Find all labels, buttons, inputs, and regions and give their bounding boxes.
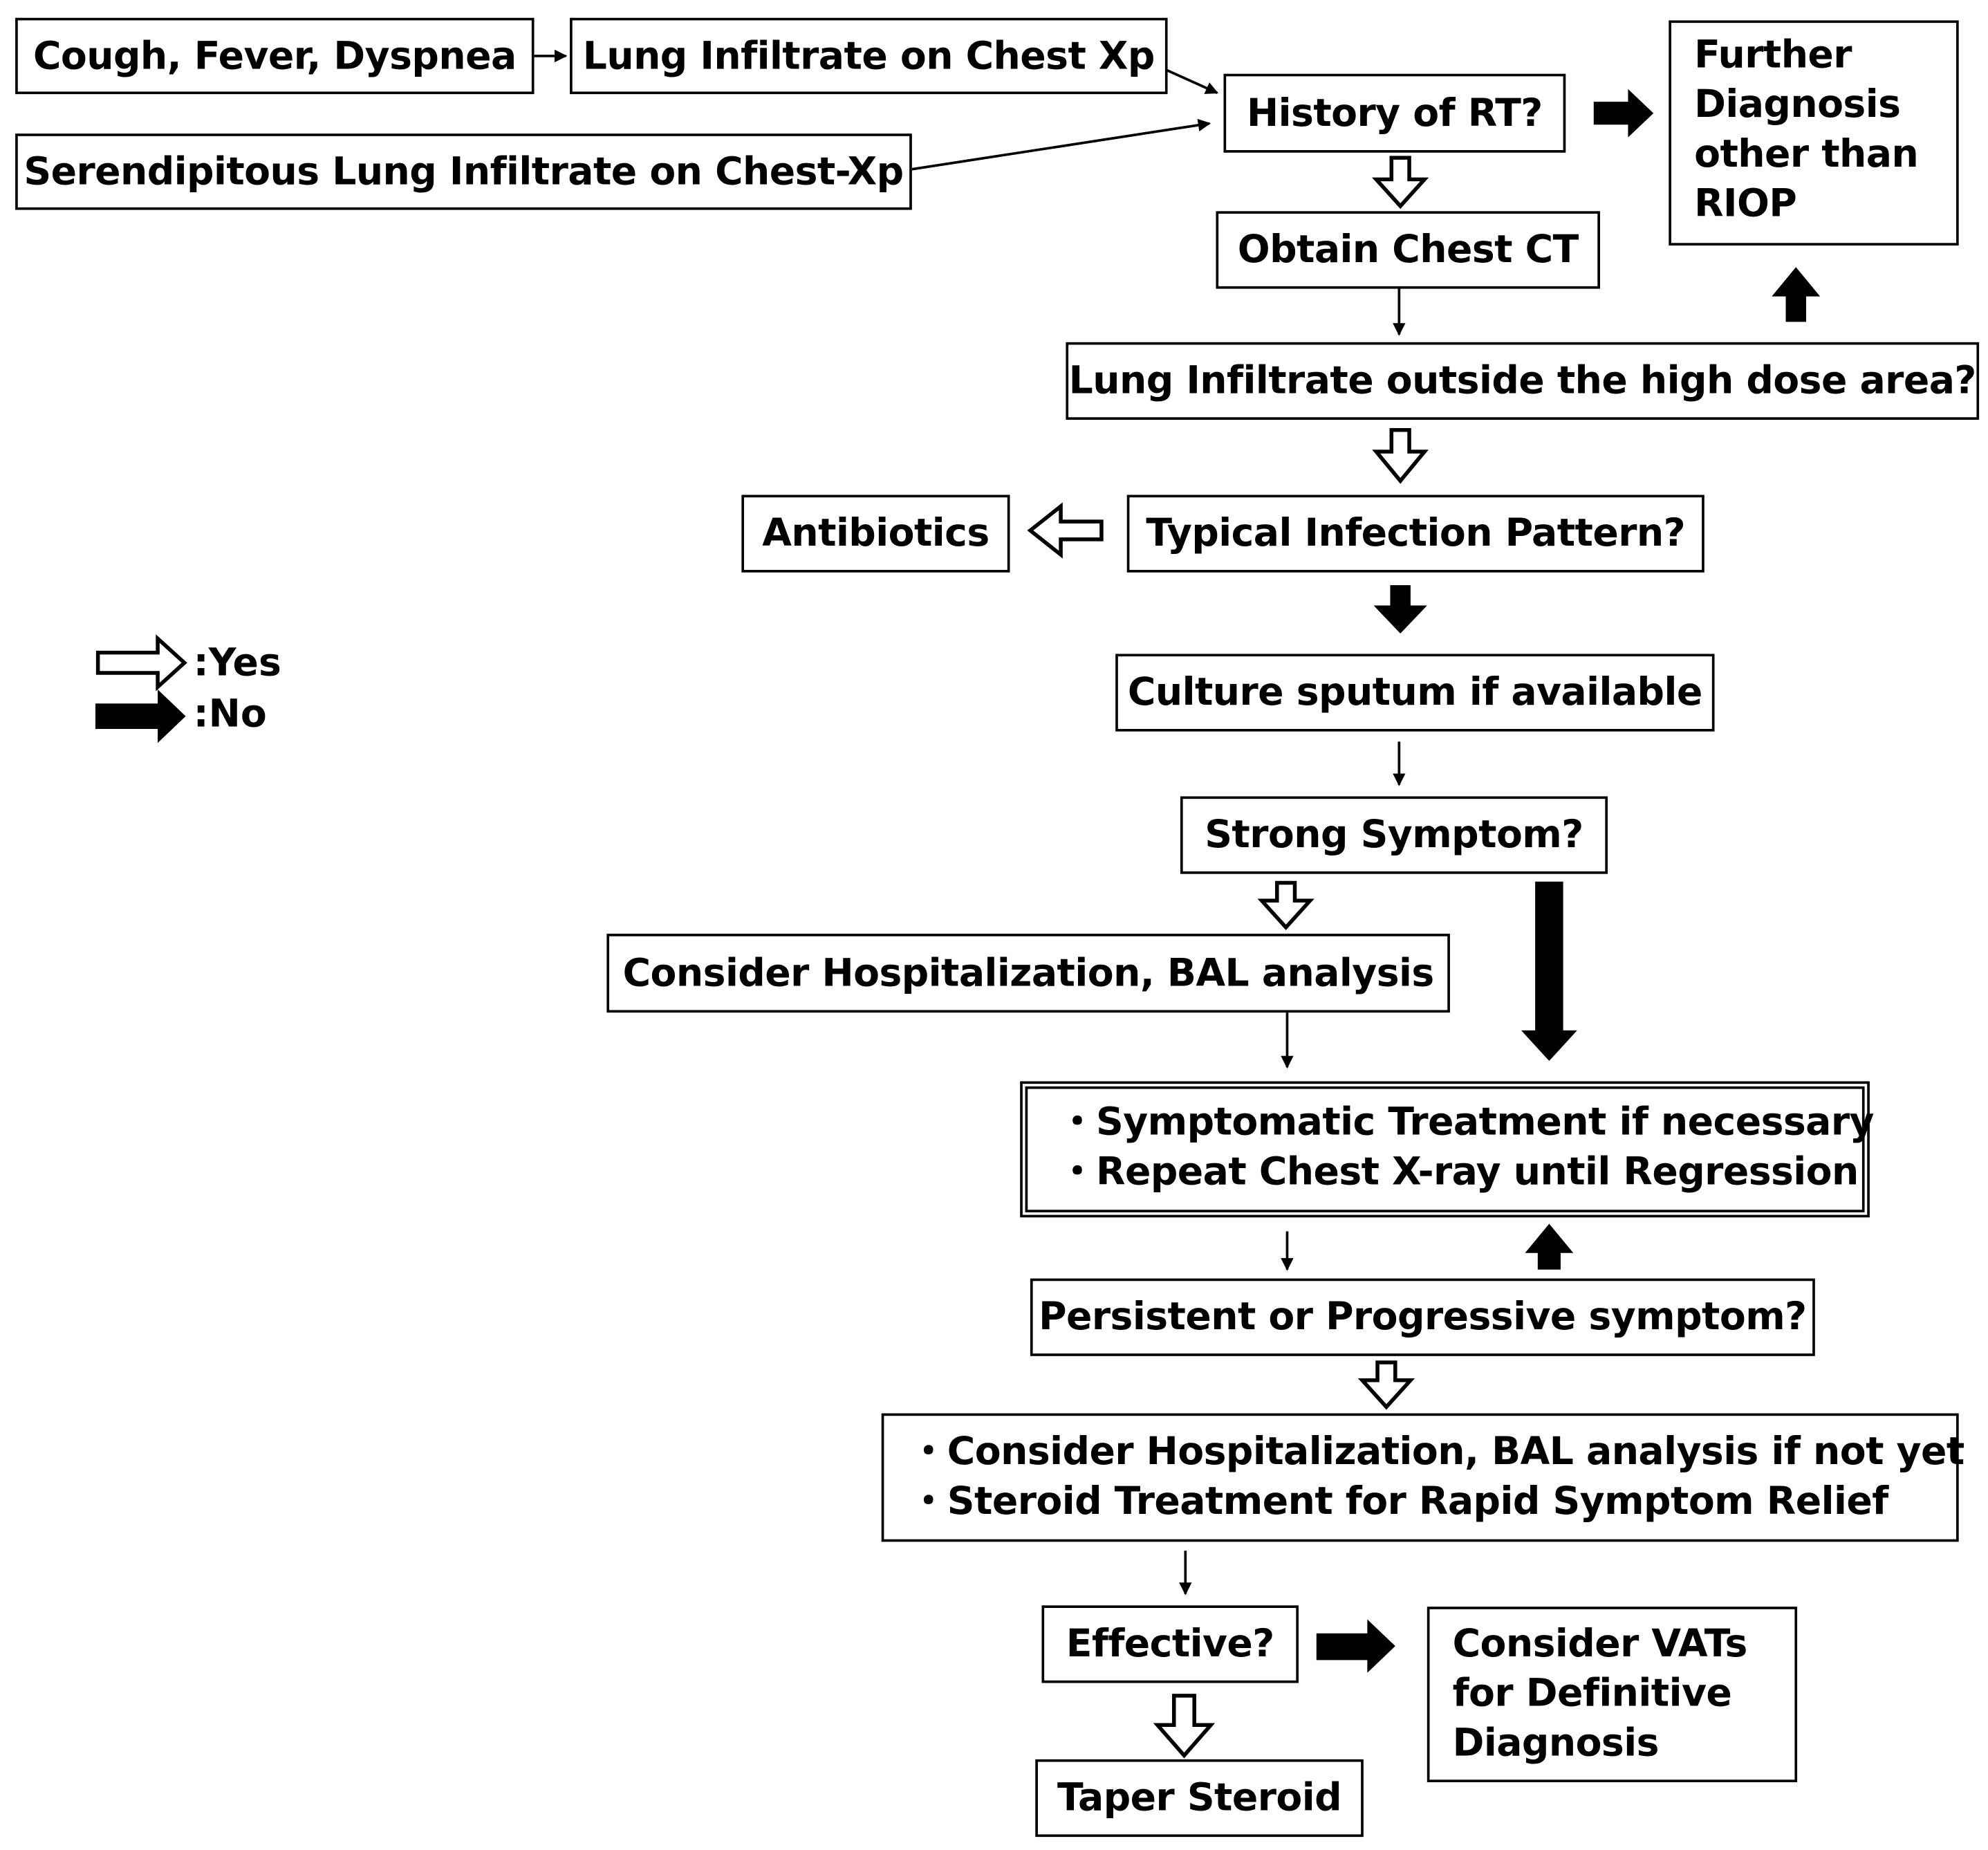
no-arrow-typical-to-culture [1373,585,1427,634]
no-arrow-effective-to-vats [1316,1619,1395,1673]
further-diagnosis-line: RIOP [1694,182,1797,227]
taper-steroid-label: Taper Steroid [1057,1775,1342,1821]
legend-yes-label: :Yes [193,641,281,686]
outside-high-dose-label: Lung Infiltrate outside the high dose ar… [1068,358,1977,404]
legend-no-arrow [95,689,186,743]
no-arrow-strong-to-symptomatic [1521,881,1577,1062]
arrow-infiltrate-to-history [1165,68,1218,94]
consider-hospitalization-label: Consider Hospitalization, BAL analysis [622,950,1435,996]
symptomatic-treatment-box: ・Symptomatic Treatment if necessary ・Rep… [1020,1081,1875,1218]
outside-high-dose-box: Lung Infiltrate outside the high dose ar… [1066,342,1980,420]
typical-infection-label: Typical Infection Pattern? [1146,511,1686,556]
legend-yes-arrow [95,634,187,692]
steroid-line: ・Consider Hospitalization, BAL analysis … [909,1430,1964,1474]
antibiotics-box: Antibiotics [741,494,1010,573]
further-diagnosis-line: other than [1694,132,1919,177]
culture-sputum-label: Culture sputum if available [1127,670,1702,715]
culture-sputum-box: Culture sputum if available [1115,654,1715,732]
effective-box: Effective? [1041,1605,1299,1683]
antibiotics-label: Antibiotics [762,511,990,556]
symptomatic-line: ・Symptomatic Treatment if necessary [1058,1100,1874,1145]
obtain-ct-label: Obtain Chest CT [1237,228,1579,272]
consider-vats-line: Consider VATs [1452,1622,1748,1667]
obtain-ct-box: Obtain Chest CT [1216,211,1600,289]
legend-no-label: :No [193,692,267,737]
consider-vats-line: Diagnosis [1452,1721,1660,1766]
yes-arrow-typical-to-antibiotics [1027,502,1104,559]
arrow-serendipitous-to-history [911,118,1211,171]
no-arrow-outside-to-further [1772,267,1821,322]
history-rt-label: History of RT? [1247,91,1543,136]
strong-symptom-label: Strong Symptom? [1205,813,1583,858]
further-diagnosis-line: Further [1694,33,1852,78]
symptoms-box: Cough, Fever, Dyspnea [15,17,535,95]
further-diagnosis-box: Further Diagnosis other than RIOP [1669,20,1959,246]
yes-arrow-persistent-to-steroid [1357,1360,1415,1410]
symptoms-label: Cough, Fever, Dyspnea [32,33,517,79]
steroid-treatment-box: ・Consider Hospitalization, BAL analysis … [881,1413,1964,1542]
yes-arrow-history-to-ct [1372,156,1429,210]
serendipitous-box: Serendipitous Lung Infiltrate on Chest-X… [15,133,912,210]
yes-arrow-strong-to-hosp [1257,880,1315,931]
typical-infection-box: Typical Infection Pattern? [1126,494,1704,573]
steroid-line: ・Steroid Treatment for Rapid Symptom Rel… [909,1479,1888,1524]
persistent-symptom-label: Persistent or Progressive symptom? [1039,1295,1807,1340]
yes-arrow-effective-to-taper [1153,1694,1216,1759]
yes-arrow-outside-to-typical [1372,427,1429,484]
consider-vats-box: Consider VATs for Definitive Diagnosis [1427,1607,1798,1782]
consider-hospitalization-box: Consider Hospitalization, BAL analysis [606,934,1450,1013]
no-arrow-history-to-further [1593,89,1654,138]
no-arrow-persistent-to-symptomatic [1525,1223,1574,1270]
strong-symptom-box: Strong Symptom? [1180,796,1608,874]
lung-infiltrate-label: Lung Infiltrate on Chest Xp [582,33,1155,79]
consider-vats-line: for Definitive [1452,1671,1732,1717]
taper-steroid-box: Taper Steroid [1035,1759,1364,1838]
effective-label: Effective? [1066,1622,1275,1667]
serendipitous-label: Serendipitous Lung Infiltrate on Chest-X… [24,149,904,194]
history-rt-box: History of RT? [1223,73,1566,153]
symptomatic-line: ・Repeat Chest X-ray until Regression [1058,1149,1859,1195]
further-diagnosis-line: Diagnosis [1694,82,1901,127]
persistent-symptom-box: Persistent or Progressive symptom? [1030,1278,1815,1356]
lung-infiltrate-box: Lung Infiltrate on Chest Xp [570,17,1168,95]
